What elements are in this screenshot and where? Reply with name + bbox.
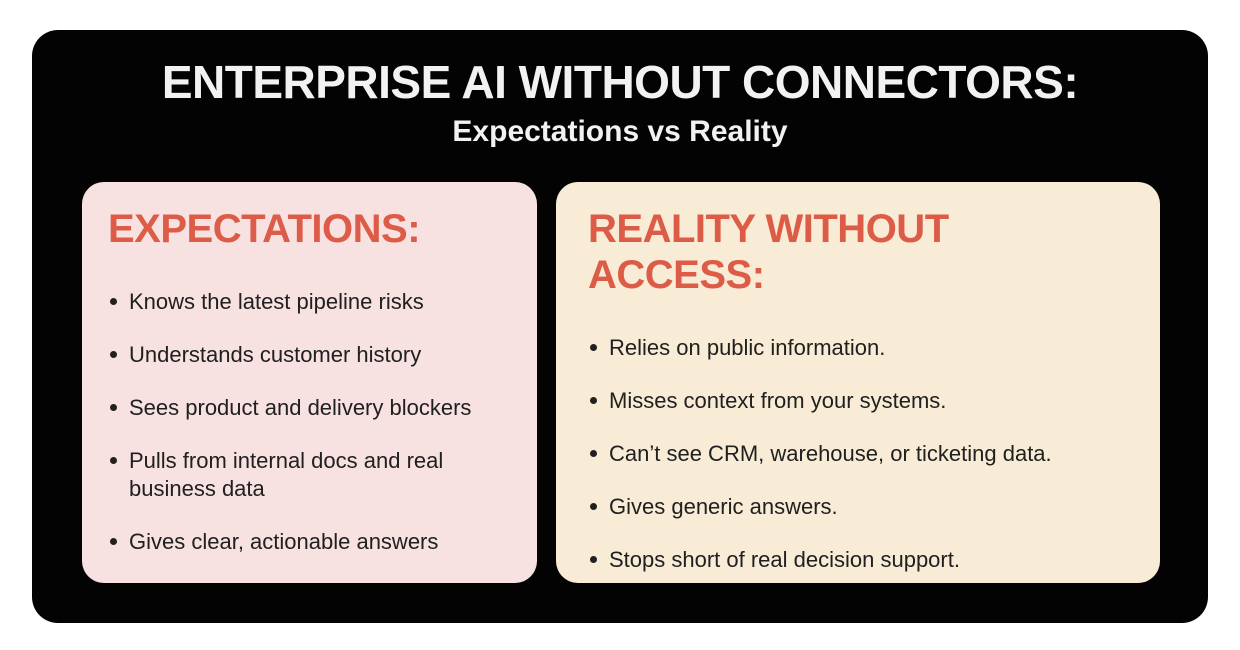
list-item: Sees product and delivery blockers [108, 394, 507, 422]
list-item-text: Relies on public information. [609, 335, 886, 360]
reality-heading: REALITY WITHOUT ACCESS: [588, 207, 949, 297]
list-item: Misses context from your systems. [588, 387, 1130, 415]
list-item-text: Understands customer history [129, 341, 422, 367]
list-item-text: Pulls from internal docs and real busine… [129, 447, 444, 501]
list-item: Can’t see CRM, warehouse, or ticketing d… [588, 440, 1130, 468]
list-item-text: Knows the latest pipeline risks [129, 289, 424, 314]
list-item: Pulls from internal docs and real busine… [108, 447, 507, 503]
list-item: Understands customer history [108, 341, 507, 369]
bullet-icon [590, 396, 597, 404]
bullet-icon [110, 456, 117, 464]
reality-card: REALITY WITHOUT ACCESS: Relies on public… [556, 182, 1160, 583]
list-item: Gives generic answers. [588, 493, 1130, 521]
reality-list: Relies on public information. Misses cont… [588, 334, 1130, 574]
page-subtitle: Expectations vs Reality [452, 114, 788, 148]
bullet-icon [590, 555, 597, 563]
list-item-text: Can’t see CRM, warehouse, or ticketing d… [609, 440, 1052, 466]
expectations-heading: EXPECTATIONS: [108, 207, 421, 251]
infographic-panel: ENTERPRISE AI WITHOUT CONNECTORS: Expect… [32, 30, 1208, 623]
list-item: Stops short of real decision support. [588, 546, 1130, 574]
bullet-icon [110, 298, 117, 305]
list-item: Gives clear, actionable answers [108, 528, 507, 556]
expectations-card: EXPECTATIONS: Knows the latest pipeline … [82, 182, 537, 583]
list-item: Knows the latest pipeline risks [108, 288, 507, 316]
list-item: Relies on public information. [588, 334, 1130, 362]
list-item-text: Misses context from your systems. [609, 387, 947, 413]
bullet-icon [110, 537, 117, 545]
page-title: ENTERPRISE AI WITHOUT CONNECTORS: [161, 56, 1079, 108]
list-item-text: Stops short of real decision support. [609, 546, 960, 572]
list-item-text: Gives clear, actionable answers [129, 528, 439, 554]
bullet-icon [590, 344, 597, 351]
bullet-icon [110, 403, 117, 411]
bullet-icon [590, 502, 597, 510]
bullet-icon [590, 449, 597, 457]
list-item-text: Sees product and delivery blockers [129, 394, 472, 420]
bullet-icon [110, 350, 117, 358]
list-item-text: Gives generic answers. [609, 493, 838, 519]
